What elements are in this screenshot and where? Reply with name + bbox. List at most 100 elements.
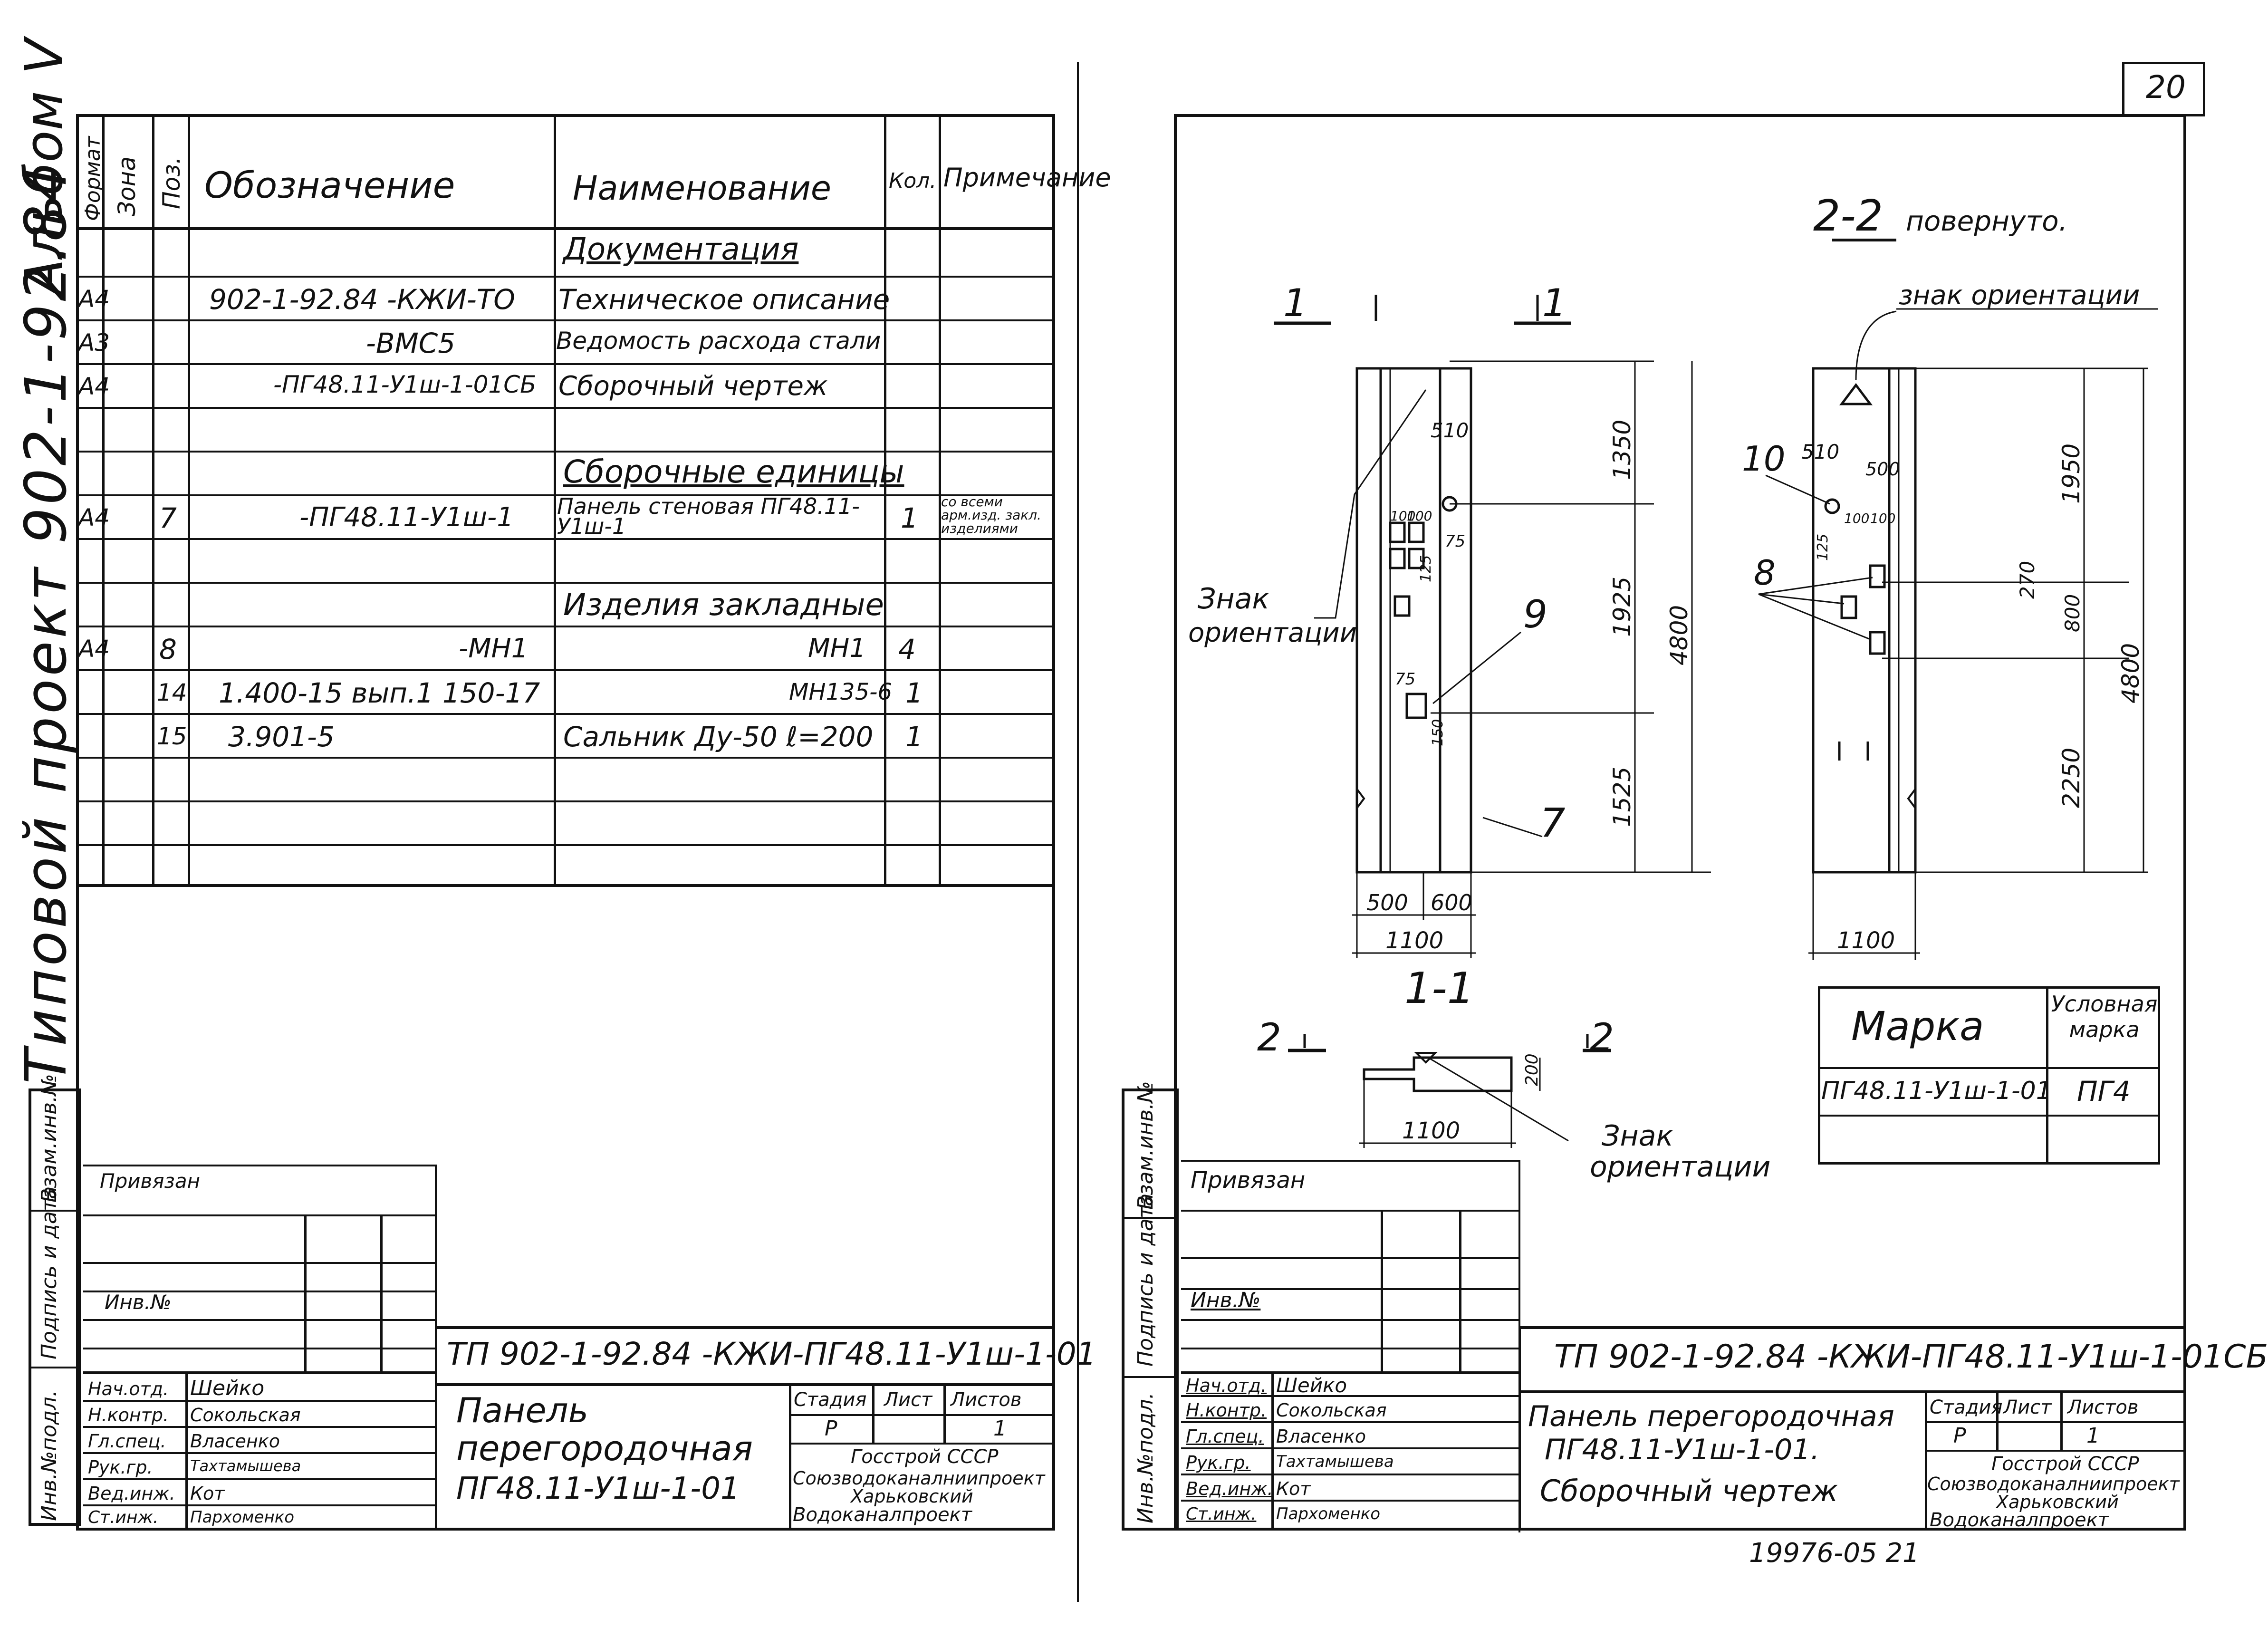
left-sign-name: Сокольская	[190, 1405, 301, 1426]
right-sign-role: Рук.гр.	[1186, 1452, 1251, 1473]
dim-510b: 510	[1801, 440, 1839, 463]
dim-500b: 500	[1865, 459, 1900, 480]
spec-row-designation: -ПГ48.11-У1ш-1-01СБ	[273, 371, 537, 398]
position-9: 9	[1523, 592, 1547, 636]
orientation-label-a: Знак	[1198, 582, 1269, 616]
spec-row-qty: 1	[905, 677, 923, 709]
right-stamp-column	[1122, 1089, 1179, 1531]
spec-row-format: А4	[78, 635, 110, 663]
mark-header: Марка	[1851, 1003, 1984, 1050]
left-sign-role: Рук.гр.	[88, 1457, 153, 1478]
spec-row-pos: 14	[157, 679, 187, 706]
right-sign-name: Сокольская	[1276, 1400, 1387, 1421]
cond-mark-header: Условная марка	[2051, 991, 2158, 1042]
dim-150: 150	[1430, 719, 1446, 746]
orientation-label-top: знак ориентации	[1899, 280, 2140, 311]
right-sign-role: Нач.отд.	[1186, 1375, 1267, 1396]
embedded-item	[1869, 564, 1886, 588]
dim-125: 125	[1418, 555, 1434, 582]
page-number: 20	[2146, 69, 2186, 106]
orientation-label-b: ориентации	[1188, 617, 1357, 648]
spec-row-qty: 4	[898, 633, 916, 665]
left-sheet-header: Лист	[884, 1389, 932, 1411]
mark-table	[1818, 986, 2160, 1165]
spec-row-qty: 1	[905, 721, 923, 753]
dim-600: 600	[1431, 890, 1472, 915]
left-org-line3: Харьковский	[851, 1486, 973, 1507]
left-sign-name: Тахтамышева	[190, 1457, 301, 1475]
mark-value: ПГ48.11-У1ш-1-01	[1821, 1077, 2052, 1105]
left-stamp-column	[29, 1089, 81, 1526]
dim-4800: 4800	[1665, 605, 1693, 665]
left-org-line2: Союзводоканалниипроект	[793, 1468, 1045, 1489]
right-sheet-value: 1	[2086, 1424, 2100, 1448]
inv-no-label: Инв.№	[105, 1291, 172, 1314]
right-stage-value: Р	[1953, 1424, 1966, 1448]
gland-circle	[1824, 498, 1840, 514]
spec-row-format: А4	[78, 373, 110, 400]
left-org-line4: Водоканалпроект	[793, 1504, 972, 1526]
position-8: 8	[1754, 553, 1776, 593]
spec-row-name: Ведомость расхода стали	[556, 327, 881, 355]
embedded-item	[1869, 631, 1886, 655]
dim-75b: 75	[1395, 670, 1415, 689]
right-sheet-header: Лист	[2003, 1397, 2052, 1418]
embedded-item	[1405, 693, 1427, 719]
left-sign-name: Пархоменко	[190, 1508, 295, 1527]
left-title-line3: ПГ48.11-У1ш-1-01	[456, 1471, 740, 1506]
right-sign-name: Власенко	[1276, 1426, 1366, 1447]
orientation-mark	[1414, 1052, 1438, 1064]
left-sheets-header: Листов	[951, 1389, 1022, 1411]
left-sign-role: Ст.инж.	[88, 1508, 159, 1527]
right-drawing-code: ТП 902-1-92.84 -КЖИ-ПГ48.11-У1ш-1-01СБ	[1554, 1338, 2268, 1376]
archive-number: 19976-05 21	[1749, 1538, 1920, 1569]
dim-510: 510	[1431, 419, 1469, 442]
dim-100b: 100	[1407, 508, 1432, 524]
panel-back-outline	[1812, 367, 1917, 874]
left-sign-name: Кот	[190, 1483, 225, 1504]
dim-4800b: 4800	[2117, 643, 2144, 703]
spec-row-pos: 15	[157, 722, 187, 750]
left-title-line2: перегородочная	[456, 1428, 753, 1468]
spec-row-designation: 902-1-92.84 -КЖИ-ТО	[209, 283, 515, 316]
right-org-line4: Водоканалпроект	[1930, 1509, 2109, 1531]
left-sign-role: Нач.отд.	[88, 1378, 169, 1399]
left-sheets-value: 1	[993, 1416, 1007, 1441]
right-sign-name: Кот	[1276, 1478, 1311, 1499]
right-sign-role: Н.контр.	[1186, 1400, 1267, 1421]
left-title-line1: Панель	[456, 1390, 589, 1430]
spec-row-name: МН1	[808, 633, 866, 663]
spec-header-line	[76, 227, 1055, 230]
left-sign-role: Вед.инж.	[88, 1483, 175, 1504]
embedded-item	[1389, 521, 1406, 543]
dim-125b: 125	[1815, 534, 1831, 561]
privyazan-label: Привязан	[100, 1169, 201, 1193]
spec-row-format: А3	[78, 329, 110, 356]
right-title-line3: Сборочный чертеж	[1540, 1474, 1838, 1508]
spec-row-name: Сальник Ду-50 ℓ=200	[563, 721, 874, 753]
spec-row-pos: 7	[159, 502, 177, 534]
orientation-mark	[1839, 383, 1873, 405]
dim-1350: 1350	[1608, 420, 1636, 480]
spec-row-name: Панель стеновая ПГ48.11-У1ш-1	[557, 493, 860, 539]
spec-row-format: А4	[78, 504, 110, 531]
left-stage-value: Р	[825, 1416, 837, 1441]
left-sign-name: Шейко	[190, 1376, 265, 1400]
right-title-line1: Панель перегородочная	[1528, 1400, 1894, 1433]
left-sheet-frame	[76, 114, 1055, 1531]
dim-100: 100	[1390, 508, 1415, 524]
embedded-item	[1393, 595, 1411, 617]
cond-mark-value: ПГ4	[2077, 1075, 2131, 1108]
position-10: 10	[1742, 439, 1786, 479]
dim-100c: 100	[1844, 511, 1869, 526]
dim-800: 800	[2061, 594, 2084, 632]
embedded-item	[1408, 548, 1425, 569]
dim-270: 270	[2016, 561, 2039, 599]
spec-section-embedded-items: Изделия закладные	[563, 588, 884, 623]
dim-1100b: 1100	[1837, 927, 1895, 954]
spec-row-designation: -ВМС5	[366, 327, 456, 359]
cut-2-right: 2	[1590, 1015, 1614, 1060]
right-sign-name: Пархоменко	[1276, 1504, 1381, 1523]
right-privyazan-label: Привязан	[1191, 1167, 1306, 1194]
